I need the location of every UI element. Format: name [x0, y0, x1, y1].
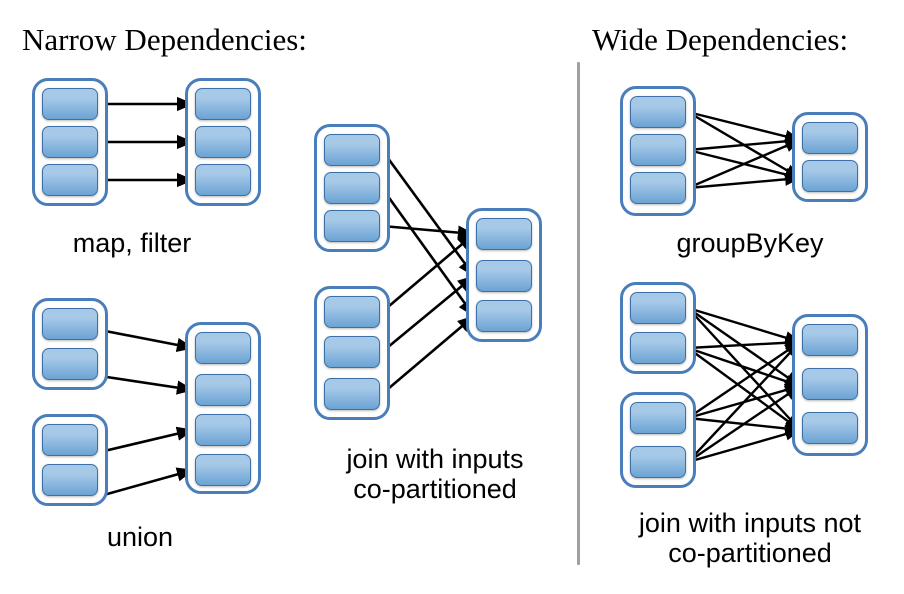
dependency-arrow: [687, 138, 801, 190]
dependency-arrow: [687, 341, 801, 419]
dependency-arrow: [99, 467, 195, 498]
section-caption-map-filter: map, filter: [72, 228, 192, 258]
partition-block: [802, 368, 858, 400]
dependency-arrow: [381, 315, 475, 395]
dependency-arrow: [687, 306, 801, 344]
dependency-arrow: [381, 274, 475, 354]
dependency-arrow: [380, 149, 476, 277]
section-caption-join-not-copartitioned: join with inputs not co-partitioned: [638, 508, 862, 569]
dependency-arrow: [687, 307, 801, 387]
section-divider: [577, 62, 580, 565]
partition-block: [195, 88, 251, 120]
dependency-arrow: [687, 110, 801, 180]
dependency-arrow: [687, 385, 801, 463]
section-header-narrow: Narrow Dependencies:: [22, 22, 307, 57]
partition-block: [324, 296, 380, 328]
partition-block: [802, 412, 858, 444]
dependency-arrow: [687, 172, 801, 190]
dependency-arrow: [687, 110, 801, 143]
partition-block: [630, 96, 686, 128]
dependency-arrow: [687, 347, 801, 431]
section-caption-union: union: [106, 522, 174, 552]
dependency-arrow: [99, 426, 195, 454]
partition-block: [42, 464, 98, 496]
partition-block: [42, 308, 98, 340]
partition-block: [42, 126, 98, 158]
partition-block: [42, 88, 98, 120]
partition-block: [324, 134, 380, 166]
partition-block: [802, 122, 858, 154]
dependency-arrow: [381, 224, 476, 240]
dependency-arrow: [381, 233, 475, 313]
dependency-arrow: [99, 328, 195, 352]
partition-block: [42, 424, 98, 456]
partition-block: [195, 332, 251, 364]
partition-block: [324, 378, 380, 410]
section-caption-join-copartitioned: join with inputs co-partitioned: [346, 444, 524, 505]
partition-block: [802, 160, 858, 192]
partition-block: [324, 172, 380, 204]
dependency-arrow: [99, 374, 195, 395]
partition-block: [195, 126, 251, 158]
dependency-arrow: [687, 341, 801, 463]
section-caption-groupbykey: groupByKey: [676, 228, 824, 258]
partition-block: [195, 374, 251, 406]
dependency-arrow: [687, 383, 801, 420]
dependency-arrow: [687, 134, 801, 152]
partition-block: [324, 210, 380, 242]
dependency-arrow: [687, 427, 801, 464]
partition-block: [630, 332, 686, 364]
partition-block: [195, 454, 251, 486]
dependency-arrow: [687, 307, 801, 431]
dependency-arrow: [687, 336, 801, 350]
partition-block: [476, 300, 532, 332]
section-header-wide: Wide Dependencies:: [592, 22, 849, 57]
dependency-arrow: [380, 187, 476, 317]
partition-block: [630, 292, 686, 324]
partition-block: [630, 134, 686, 166]
dependency-arrow: [687, 416, 801, 435]
partition-block: [324, 336, 380, 368]
partition-block: [195, 414, 251, 446]
partition-block: [195, 164, 251, 196]
dependency-arrow: [687, 346, 801, 388]
partition-block: [42, 164, 98, 196]
partition-block: [630, 172, 686, 204]
partition-block: [42, 348, 98, 380]
partition-block: [630, 446, 686, 478]
partition-block: [630, 402, 686, 434]
partition-block: [802, 324, 858, 356]
partition-block: [476, 260, 532, 292]
dependency-arrow: [687, 148, 801, 181]
partition-block: [476, 218, 532, 250]
